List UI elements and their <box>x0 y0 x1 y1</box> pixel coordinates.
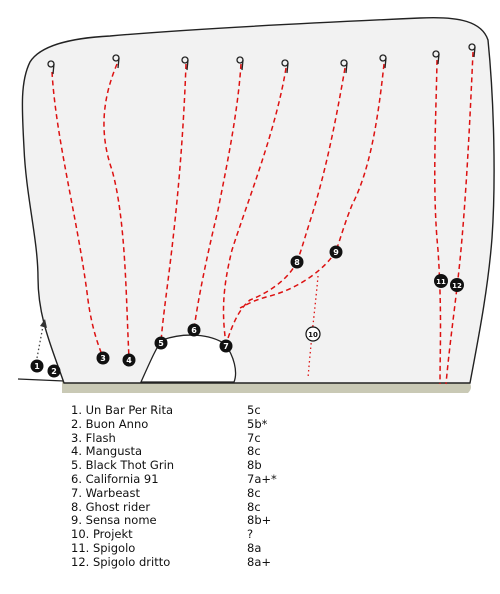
ground-line-left <box>17 378 65 382</box>
svg-text:10: 10 <box>308 331 318 339</box>
route-marker-6: 6 <box>187 323 201 337</box>
svg-text:4: 4 <box>126 356 132 365</box>
anchor-icon <box>112 54 120 69</box>
route-marker-7: 7 <box>219 339 233 353</box>
svg-text:7: 7 <box>223 342 229 351</box>
route-marker-10: 10 <box>305 326 321 342</box>
route-line-4 <box>103 63 130 359</box>
route-marker-4: 4 <box>122 353 136 367</box>
route-marker-1: 1 <box>30 359 44 373</box>
anchor-icon <box>379 54 387 69</box>
route-line-9 <box>335 63 385 252</box>
anchor-icon <box>432 50 440 65</box>
svg-text:1: 1 <box>34 362 40 371</box>
anchor-icon <box>236 56 244 71</box>
route-marker-9: 9 <box>329 245 343 259</box>
approach-arrow-icon <box>36 319 47 359</box>
route-marker-3: 3 <box>96 351 110 365</box>
route-line-5 <box>160 63 187 343</box>
route-line-8 <box>296 67 346 262</box>
svg-text:9: 9 <box>333 248 339 257</box>
route-line-6 <box>193 63 242 330</box>
anchor-icon <box>468 43 476 58</box>
route-marker-2: 2 <box>47 364 61 378</box>
route-line-11 <box>434 59 442 385</box>
rock-face <box>21 16 495 384</box>
anchor-icon <box>181 56 189 71</box>
ground-strip <box>62 381 471 393</box>
route-line-9b <box>239 250 337 309</box>
route-line-7b <box>225 260 298 345</box>
crag-topo-diagram: 1 2 3 4 5 6 7 8 9 10 11 12 <box>17 16 495 393</box>
svg-text:6: 6 <box>191 326 197 335</box>
legend-row: 10. Projekt? <box>71 527 254 542</box>
anchor-icon <box>47 60 55 75</box>
svg-text:8: 8 <box>294 258 300 267</box>
route-line-7 <box>222 67 287 345</box>
svg-text:2: 2 <box>51 367 57 376</box>
svg-text:11: 11 <box>436 278 446 286</box>
svg-text:12: 12 <box>452 282 462 290</box>
anchor-icon <box>340 59 348 74</box>
svg-text:5: 5 <box>158 339 164 348</box>
route-marker-5: 5 <box>154 336 168 350</box>
route-marker-12: 12 <box>450 278 464 292</box>
anchor-icon <box>281 59 289 74</box>
svg-text:3: 3 <box>100 354 106 363</box>
route-marker-8: 8 <box>290 255 304 269</box>
route-marker-11: 11 <box>434 274 448 288</box>
